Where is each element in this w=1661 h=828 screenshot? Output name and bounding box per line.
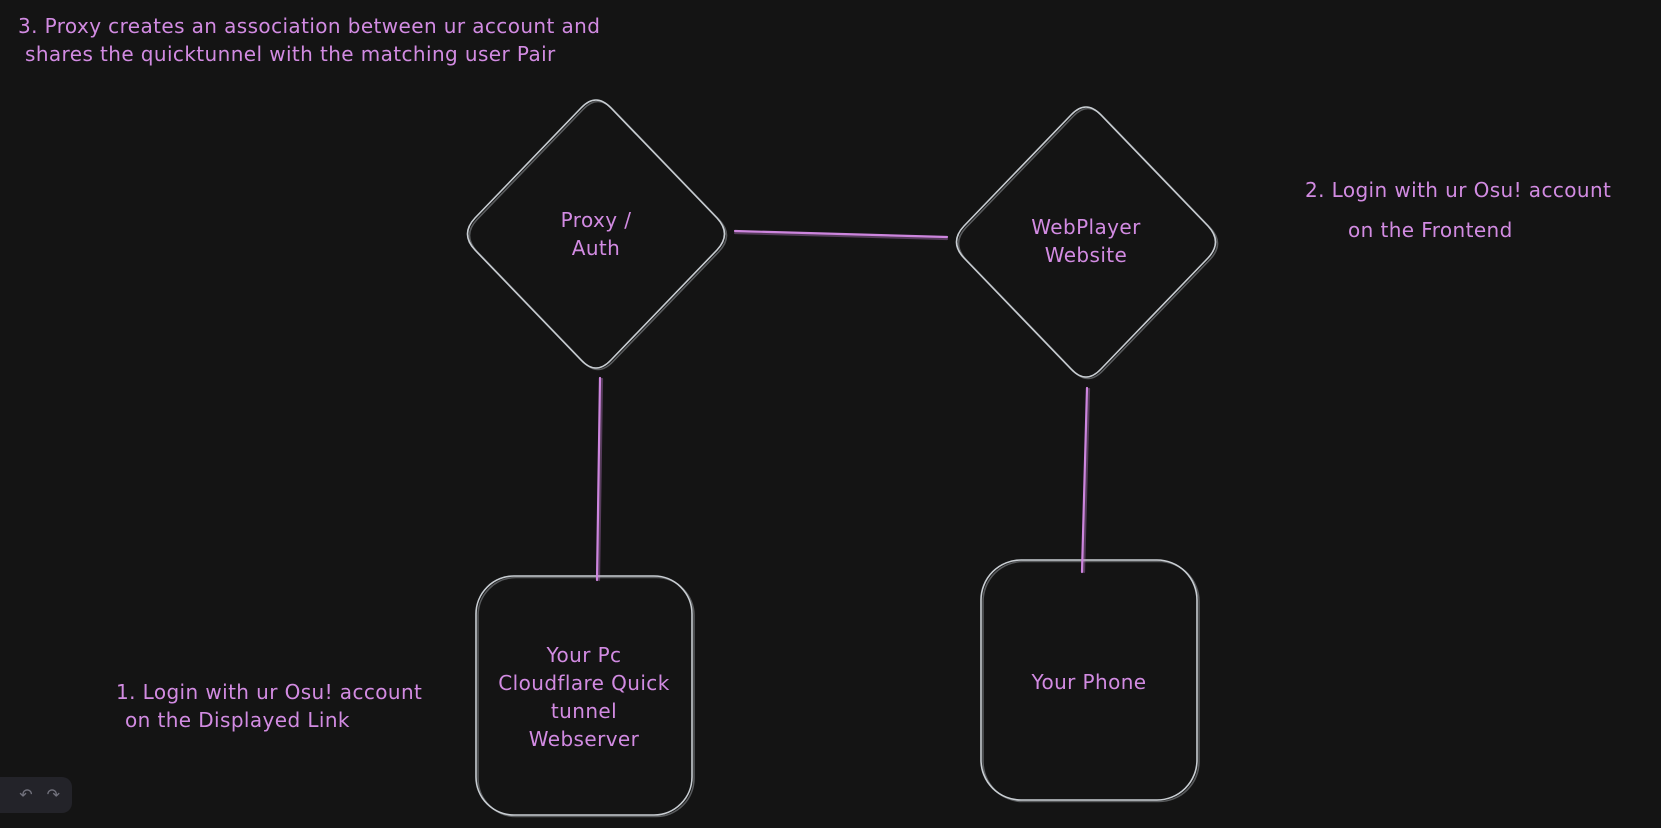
annotation-step2-line1: 2. Login with ur Osu! account (1305, 178, 1612, 202)
webplayer-diamond[interactable] (955, 106, 1217, 378)
phone-rect[interactable] (980, 559, 1198, 801)
connector-proxy-webplayer[interactable] (733, 229, 949, 239)
connector-webplayer-phone[interactable] (1080, 386, 1089, 574)
undo-icon[interactable]: ↶ (15, 785, 36, 805)
pc-tunnel-label-line4: Webserver (528, 727, 640, 751)
pc-tunnel-label-line1: Your Pc (546, 643, 622, 667)
annotation-step3[interactable]: 3. Proxy creates an association between … (18, 12, 600, 68)
proxy-auth-diamond[interactable] (466, 99, 726, 369)
proxy-auth-label-line2: Auth (571, 236, 621, 260)
pc-tunnel-label-line3: tunnel (550, 699, 618, 723)
annotation-step1-line1: 1. Login with ur Osu! account (116, 680, 423, 704)
pc-tunnel-label[interactable]: Your Pc Cloudflare Quick tunnel Webserve… (498, 641, 669, 753)
webplayer-label[interactable]: WebPlayer Website (1031, 213, 1140, 269)
connector-webplayer-phone-echo (1082, 387, 1091, 574)
webplayer-label-line1: WebPlayer (1031, 215, 1141, 239)
redo-icon[interactable]: ↷ (43, 785, 64, 805)
proxy-auth-label[interactable]: Proxy / Auth (561, 206, 632, 262)
annotation-step3-line1: 3. Proxy creates an association between … (18, 14, 601, 38)
pc-tunnel-rect[interactable] (475, 575, 693, 816)
undo-redo-toolbar: ↶ ↷ (0, 777, 72, 813)
phone-label[interactable]: Your Phone (1031, 668, 1146, 696)
annotation-step3-line2: shares the quicktunnel with the matching… (25, 42, 556, 66)
annotation-step1[interactable]: 1. Login with ur Osu! account on the Dis… (116, 678, 422, 734)
pc-tunnel-label-line2: Cloudflare Quick (498, 671, 670, 695)
annotation-step2-line2: on the Frontend (1348, 218, 1513, 242)
connector-proxy-pc-echo (597, 377, 604, 582)
proxy-auth-label-line1: Proxy / (560, 208, 632, 232)
webplayer-label-line2: Website (1044, 243, 1128, 267)
phone-label-line1: Your Phone (1031, 670, 1147, 694)
connector-proxy-pc[interactable] (595, 376, 602, 582)
connector-proxy-webplayer-echo (733, 231, 949, 241)
annotation-step2[interactable]: 2. Login with ur Osu! account on the Fro… (1305, 170, 1611, 250)
phone-rect-echo (982, 560, 1200, 803)
annotation-step1-line2: on the Displayed Link (125, 708, 350, 732)
pc-tunnel-rect-echo (477, 576, 695, 818)
